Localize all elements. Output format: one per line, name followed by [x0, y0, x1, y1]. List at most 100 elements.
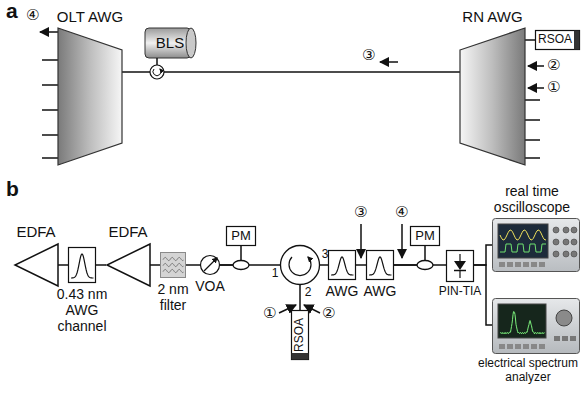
panel-letter: b [6, 178, 19, 199]
control-knob [571, 251, 577, 257]
filter-box: 0.43 nm AWG channel [68, 247, 96, 283]
port-line [525, 157, 540, 159]
node-label: BLS [156, 34, 184, 51]
circulator-arrow [289, 257, 311, 276]
text-holder: RSOA [535, 30, 575, 50]
callout-number: ② [322, 306, 335, 321]
filter-outline [367, 251, 394, 280]
filter-box-shape [160, 252, 186, 278]
control-knob [553, 251, 559, 257]
filter-wave [163, 257, 184, 260]
control-button [531, 344, 537, 349]
control-button [499, 262, 505, 267]
spectrum-analyzer: electrical spectrum analyzer [492, 298, 580, 354]
circulator-arrow [153, 69, 161, 76]
text-holder: VOA [188, 278, 232, 294]
node-label: AWG [364, 283, 397, 299]
node-label: OLT AWG [57, 8, 123, 25]
control-knob [571, 239, 577, 245]
port-line [525, 99, 540, 101]
node-label: 2 [305, 286, 312, 300]
fiber-link [320, 264, 328, 266]
instrument-body [493, 299, 580, 354]
awg-symbol: RN AWG [460, 28, 525, 165]
text-holder: electrical spectrum analyzer [474, 357, 582, 385]
probe-arrow [528, 87, 544, 89]
circulator-symbol [150, 65, 164, 79]
filter-outline [161, 253, 186, 278]
node-label: 0.43 nm AWG channel [57, 286, 108, 334]
photoreceiver: PIN-TIA [446, 250, 474, 282]
node-label: 2 nm filter [157, 281, 188, 313]
port-line [525, 139, 540, 141]
node-label: PM [231, 229, 251, 244]
diode-lead [459, 270, 460, 278]
fiber-stub [156, 58, 158, 65]
control-knob [556, 310, 572, 326]
filter-outline [329, 251, 356, 280]
receiver-outline [447, 251, 474, 282]
control-button [499, 344, 505, 349]
node-label: 3 [322, 248, 329, 262]
fiber-link [122, 71, 145, 73]
amplifier-symbol-shape [106, 243, 150, 287]
callout-number: ③ [362, 48, 375, 63]
spectrum-analyzer-shape [492, 298, 580, 354]
trapezoid-outline [58, 28, 122, 165]
callout-number: ① [547, 80, 560, 95]
box-outline [227, 227, 256, 246]
node-label: RN AWG [462, 8, 522, 25]
attenuator-arrow [204, 258, 217, 271]
amplifier-symbol: EDFA [106, 243, 150, 287]
control-knob [563, 227, 569, 233]
control-knob [571, 227, 577, 233]
control-button [523, 344, 529, 349]
text-holder: 3 [321, 248, 329, 262]
control-button [562, 336, 568, 341]
circulator-shape [280, 245, 320, 285]
control-button [507, 262, 513, 267]
control-button [570, 336, 576, 341]
light-source: BLS [145, 28, 200, 82]
instrument-screen [498, 304, 546, 338]
fiber-link [186, 264, 200, 266]
text-holder: EDFA [6, 223, 66, 240]
control-knob [553, 227, 559, 233]
fiber-link [150, 264, 160, 266]
callout-number: ② [547, 58, 560, 73]
probe-arrow [40, 31, 58, 33]
text-holder: PM [410, 226, 440, 246]
filter-outline [69, 248, 96, 283]
callout-number: ④ [395, 205, 408, 220]
probe-arrow [380, 61, 398, 63]
control-button [523, 262, 529, 267]
text-holder: RSOA [291, 310, 309, 360]
text-holder: AWG [320, 283, 364, 299]
fiber-link [200, 71, 460, 73]
control-knob [563, 251, 569, 257]
control-button [531, 262, 537, 267]
control-button [507, 344, 513, 349]
port-line [525, 119, 540, 121]
node-label: electrical spectrum analyzer [478, 356, 578, 384]
diode-symbol [454, 261, 466, 270]
node-label: PIN-TIA [439, 284, 482, 298]
node-label: real time oscilloscope [494, 183, 570, 215]
diode-lead [459, 254, 460, 261]
callout-number: ① [263, 306, 276, 321]
drum-end [186, 28, 196, 58]
port-line [42, 59, 58, 61]
passband-curve [71, 254, 94, 278]
fiber-link [299, 285, 301, 310]
control-button [554, 336, 560, 341]
probe-arrow [401, 224, 403, 258]
node-label: VOA [195, 278, 225, 294]
amplifier-symbol-shape [14, 243, 58, 287]
power-meter: PM [410, 226, 440, 246]
text-holder: 2 nm filter [143, 281, 203, 313]
awg-filter: AWG [328, 250, 356, 280]
attenuator-symbol: VOA [200, 255, 220, 275]
callout-number: ③ [354, 205, 367, 220]
rsoa-box: RSOA [535, 30, 580, 50]
text-holder: 1 [271, 267, 279, 281]
